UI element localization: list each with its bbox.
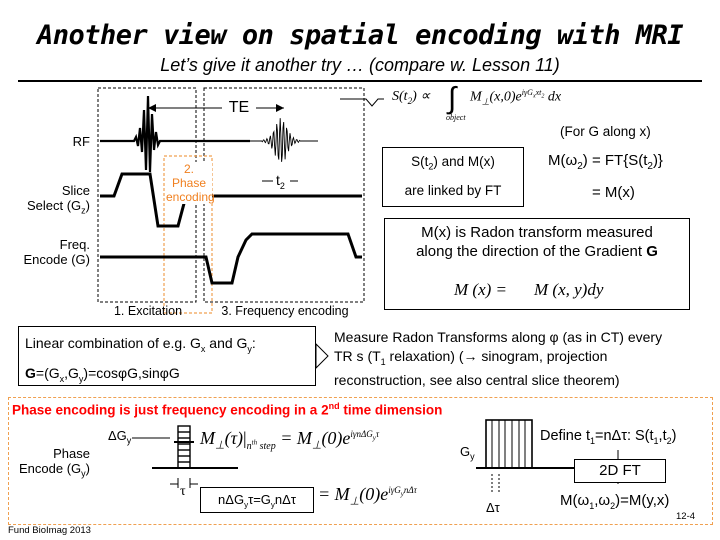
radon-equation-lhs: M (x) =: [454, 280, 508, 299]
te-arrow-right: [276, 104, 284, 112]
linear-arrow-shape: [315, 342, 329, 370]
footer-course: Fund BioImag 2013: [8, 525, 91, 536]
equals-mx: = M(x): [592, 184, 635, 201]
echo-signal: [261, 118, 301, 162]
signal-integrand: M⊥(x,0)eiγGxxt2 dx: [470, 88, 562, 107]
phase-equation-1: M⊥(τ)|nth step = M⊥(0)eiγnΔGyτ: [200, 428, 380, 452]
ft-linked-box: S(t2) and M(x) are linked by FT: [382, 147, 524, 207]
gy-label: Gy: [460, 444, 475, 462]
rf-row-label: RF: [72, 134, 90, 149]
signal-integral-limit: object: [446, 113, 466, 122]
slide-title: Another view on spatial encoding with MR…: [37, 20, 683, 51]
slide-subtitle: Let’s give it another try … (compare w. …: [160, 55, 560, 75]
delta-tau-label: Δτ: [486, 500, 500, 515]
phase-encoding-heading: Phase encoding is just frequency encodin…: [12, 401, 443, 418]
excitation-step-label: 1. Excitation: [113, 304, 183, 318]
phase-encode-stairs: [152, 425, 238, 488]
freq-encode-row-label: Freq. Encode (G): [23, 237, 90, 267]
slice-select-row-label: Slice Select (Gz): [26, 183, 90, 216]
phase-encode-row-label: Phase Encode (Gy): [19, 446, 90, 479]
signal-equation: S(t2) ∝: [392, 89, 431, 106]
ndg-box: nΔGyτ=GynΔτ: [200, 487, 314, 513]
linear-combination-box: Linear combination of e.g. Gx and Gy: G=…: [18, 326, 316, 386]
radon-equation-rhs: M (x, y)dy: [534, 280, 604, 299]
te-arrow-left: [148, 104, 156, 112]
define-t1: Define t1=nΔτ: S(t1,t2): [540, 428, 677, 446]
rf-sinc-pulse: [100, 95, 250, 173]
page-number: 12-4: [676, 511, 696, 522]
equation-pointer: [340, 98, 384, 107]
2d-ft-box: 2D FT: [574, 459, 666, 483]
frequency-encode-gradient: [100, 232, 362, 285]
result-mapping: M(ω1,ω2)=M(y,x): [560, 492, 670, 511]
tau-label: τ: [180, 484, 186, 499]
ft-relation: M(ω2) = FT{S(t2)}: [548, 152, 663, 172]
g-along-x-note: (For G along x): [560, 124, 651, 139]
phase-equation-2: = M⊥(0)eiγGynΔτ: [318, 484, 417, 508]
frequency-encoding-step-label: 3. Frequency encoding: [221, 304, 349, 318]
phase-encoding-box: [163, 155, 213, 314]
signal-integral-sign: ∫: [446, 82, 458, 115]
delta-gy-label: ΔGy: [108, 428, 132, 446]
te-label: TE: [222, 99, 256, 119]
phase-encoding-step-label: 2. Phase encoding: [166, 162, 215, 204]
radon-box: M(x) is Radon transform measured along t…: [384, 218, 690, 310]
measure-radon-text: Measure Radon Transforms along φ (as in …: [334, 329, 663, 388]
phase-encoding-panel: [8, 397, 713, 525]
title-divider: [18, 80, 702, 82]
slice-select-gradient: [100, 172, 362, 228]
t2-label: t2: [276, 172, 285, 191]
